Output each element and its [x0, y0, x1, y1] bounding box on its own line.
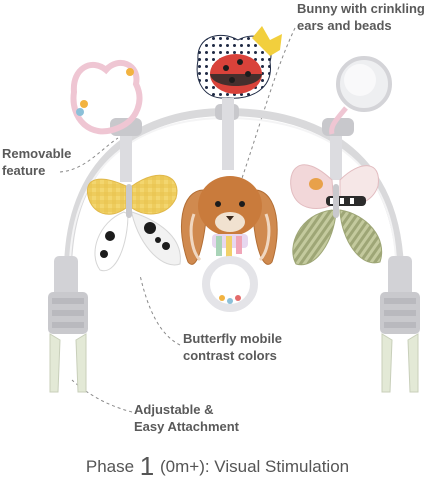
right-clamp[interactable]	[380, 256, 420, 393]
callout-attach-line-1: Adjustable &	[134, 402, 214, 417]
callout-attach-line-2: Easy Attachment	[134, 419, 239, 434]
callout-bunny-line-2: ears and beads	[297, 18, 392, 33]
callout-butterfly-line-2: contrast colors	[183, 348, 277, 363]
callout-removable: Removable feature	[2, 145, 71, 179]
phase-caption-prefix: Phase	[85, 457, 139, 476]
phase-caption-suffix: (0m+): Visual Stimulation	[155, 457, 350, 476]
callout-bunny: Bunny with crinkling ears and beads	[297, 0, 425, 34]
leader-line-bunny	[237, 27, 296, 191]
callout-butterfly: Butterfly mobile contrast colors	[183, 330, 282, 364]
leader-line-removable	[59, 137, 119, 173]
right-clamp-jaw	[381, 333, 419, 393]
flower-ring-toy[interactable]	[70, 60, 143, 182]
bunny-toy[interactable]	[181, 176, 278, 312]
left-clamp[interactable]	[48, 256, 88, 393]
callout-removable-line-2: feature	[2, 163, 46, 178]
leaf-butterfly-toy-right[interactable]	[290, 164, 383, 266]
butterfly-toy-left[interactable]	[86, 174, 181, 272]
phase-caption: Phase 1 (0m+): Visual Stimulation	[0, 451, 435, 481]
leader-line-butterfly	[139, 274, 181, 346]
leader-lines	[59, 27, 296, 413]
callout-attach: Adjustable & Easy Attachment	[134, 401, 239, 435]
callout-butterfly-line-1: Butterfly mobile	[183, 331, 282, 346]
callout-removable-line-1: Removable	[2, 146, 72, 161]
left-clamp-jaw	[49, 333, 87, 393]
leader-line-attach	[71, 379, 133, 413]
mirror-toy[interactable]	[329, 56, 392, 180]
ladybug-leaf-toy[interactable]	[196, 26, 282, 170]
callout-bunny-line-1: Bunny with crinkling	[297, 1, 425, 16]
phase-number: 1	[139, 451, 155, 481]
